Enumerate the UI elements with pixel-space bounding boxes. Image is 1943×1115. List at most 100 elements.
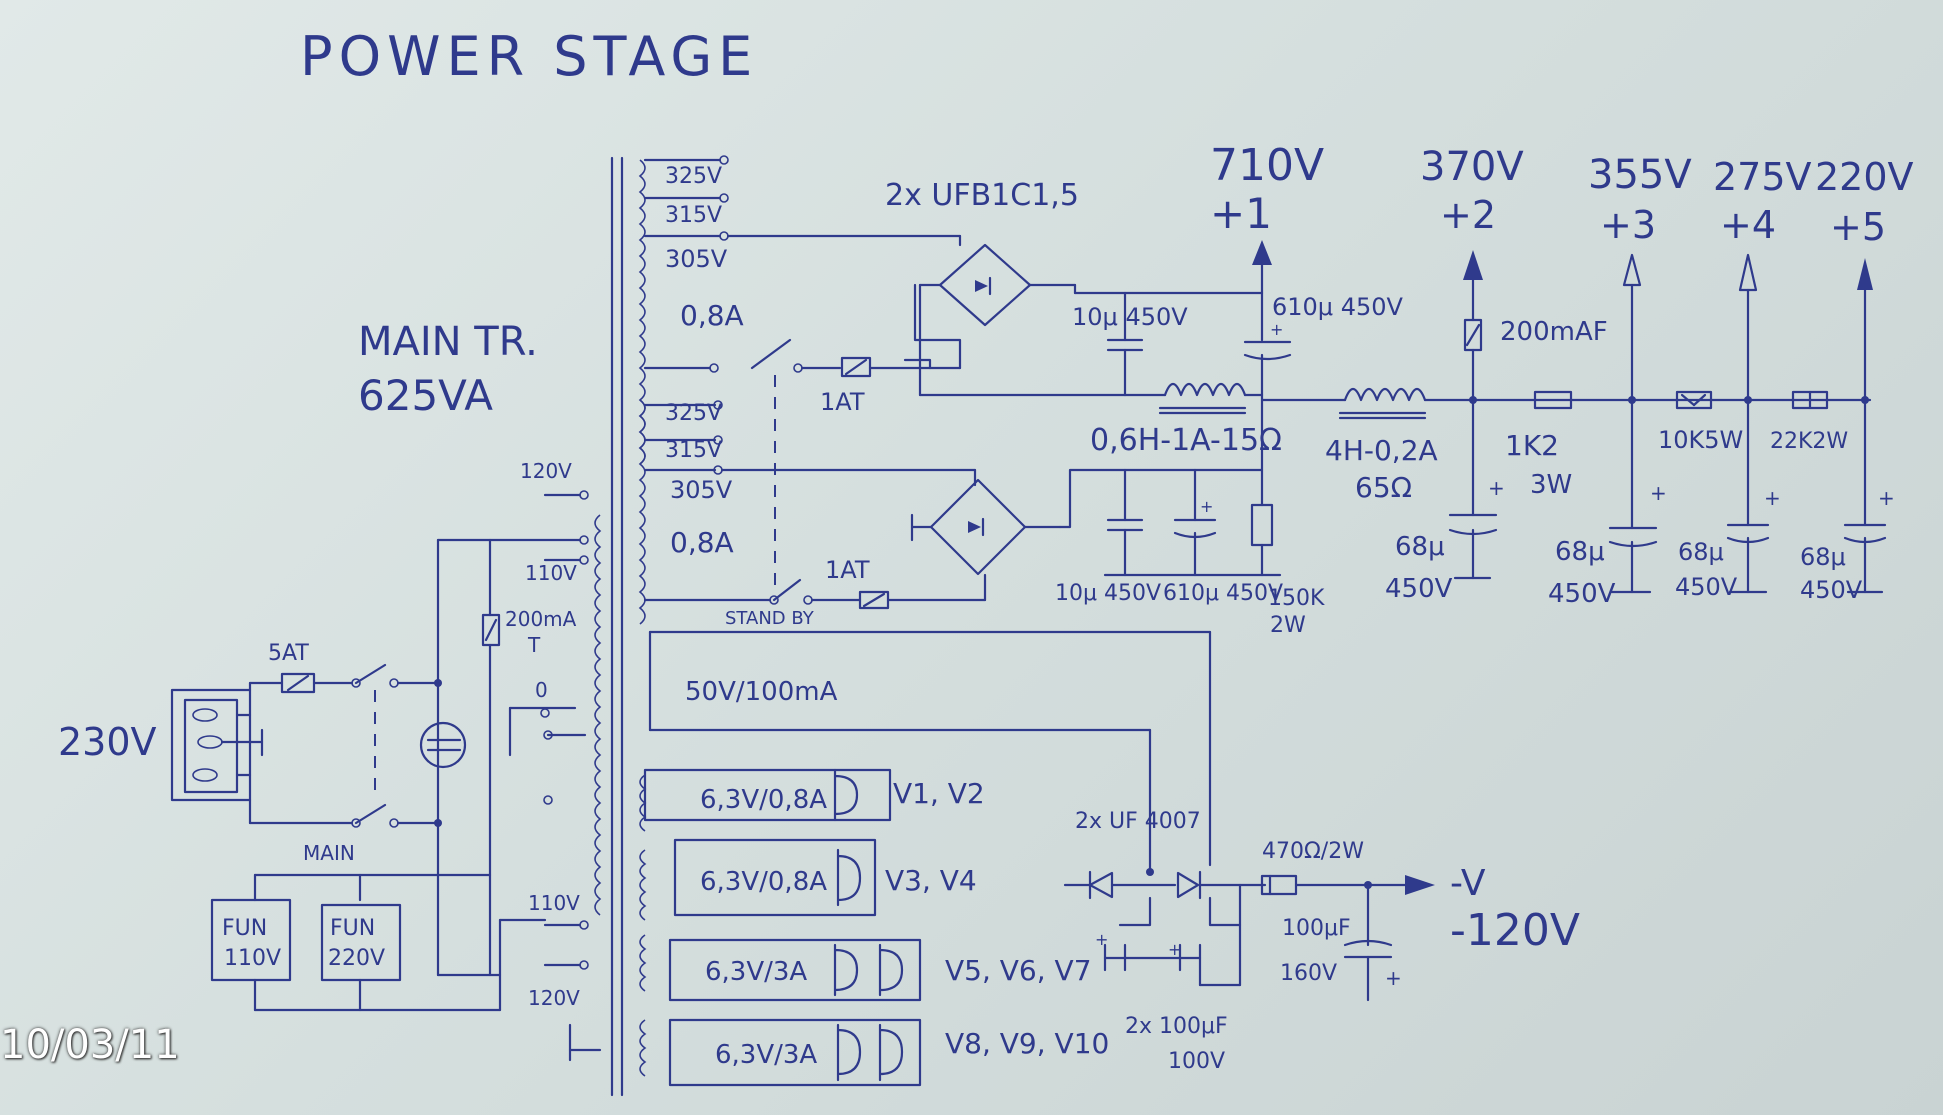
svg-text:+: +: [1878, 486, 1895, 510]
choke2-resistance: 65Ω: [1355, 471, 1412, 504]
transformer-name: MAIN TR.: [358, 319, 538, 365]
heater-3-tubes: V5, V6, V7: [945, 954, 1092, 987]
bridge-rectifier-1: 2x UFB1C1,5: [885, 178, 1127, 397]
mains-section: 230V 5AT MAIN: [58, 459, 602, 1062]
sec2-fuse: 1AT: [825, 556, 870, 584]
c5-voltage: 450V: [1800, 576, 1863, 604]
rail-2-id: +2: [1440, 193, 1496, 237]
rail-4-id: +4: [1720, 203, 1776, 247]
rail-3-id: +3: [1600, 203, 1656, 247]
rail-4-voltage: 275V: [1713, 155, 1812, 199]
standby-switch-label: STAND BY: [725, 608, 815, 629]
r-bleed-label: 150K: [1268, 586, 1325, 611]
bias-out-voltage: -120V: [1450, 905, 1580, 956]
c-bot1-label: 10μ 450V: [1055, 581, 1161, 606]
svg-text:+: +: [1764, 486, 1781, 510]
primary-tap-120b: 120V: [528, 986, 580, 1010]
c2-label: 68μ: [1395, 532, 1445, 562]
rail-1-voltage: 710V: [1210, 140, 1324, 191]
heater-4-tubes: V8, V9, V10: [945, 1027, 1109, 1060]
bias-diodes-label: 2x UF 4007: [1075, 809, 1201, 834]
svg-text:+: +: [1095, 930, 1108, 949]
choke1-label: 0,6H-1A-15Ω: [1090, 423, 1282, 458]
transformer-core: [594, 156, 647, 1097]
bridge-label: 2x UFB1C1,5: [885, 178, 1079, 213]
rail-1-id: +1: [1210, 189, 1272, 238]
main-switch-label: MAIN: [303, 841, 355, 865]
bridge-rectifier-2: [910, 468, 1264, 576]
sec1-current: 0,8A: [680, 299, 744, 332]
sec2-tap-315: 315V: [665, 438, 722, 463]
bias-caps2-voltage: 100V: [1168, 1049, 1225, 1074]
bias-out-label: -V: [1450, 863, 1486, 904]
r-bleed-watt: 2W: [1270, 613, 1306, 638]
bias-resistor-label: 470Ω/2W: [1262, 839, 1364, 864]
transformer-rating: 625VA: [358, 371, 493, 420]
hv-chain: 4H-0,2A 65Ω 200mAF 370V +2 + 68μ 450V 1K…: [1260, 144, 1914, 609]
heater-2-winding: 6,3V/0,8A: [700, 867, 827, 897]
sec1-tap-305: 305V: [665, 245, 728, 273]
heater-1-winding: 6,3V/0,8A: [700, 785, 827, 815]
c-bot2-label: 610μ 450V: [1163, 581, 1283, 606]
primary-fuse-label: 200mA: [505, 607, 577, 631]
timestamp: 10/03/11: [0, 1022, 180, 1068]
c5-label: 68μ: [1800, 543, 1846, 571]
r1-label: 1K2: [1505, 429, 1559, 462]
secondary-2: 325V 315V 305V 0,8A 1AT STAND BY: [643, 400, 987, 629]
c3-voltage: 450V: [1548, 579, 1616, 609]
bias-section: 50V/100mA 2x UF 4007 470Ω/2W -V -120V + …: [648, 630, 1580, 1074]
rail-5-id: +5: [1830, 205, 1886, 249]
heater-1-tubes: V1, V2: [893, 777, 985, 810]
r2-label: 10K5W: [1658, 426, 1743, 454]
svg-text:+: +: [1385, 966, 1402, 990]
sec1-tap-325: 325V: [665, 164, 722, 189]
r1-watt: 3W: [1530, 470, 1572, 500]
bias-winding-label: 50V/100mA: [685, 677, 838, 707]
hv-filter-lower: 10μ 450V + 610μ 450V 150K 2W: [1055, 393, 1325, 638]
svg-text:110V: 110V: [224, 946, 281, 971]
rail-2-voltage: 370V: [1420, 144, 1524, 190]
sec2-tap-305: 305V: [670, 476, 733, 504]
primary-tap-120: 120V: [520, 459, 572, 483]
sec1-tap-315: 315V: [665, 203, 722, 228]
svg-text:+: +: [1168, 940, 1181, 959]
rail-5-voltage: 220V: [1815, 155, 1914, 199]
svg-text:+: +: [1200, 497, 1213, 516]
heater-4-winding: 6,3V/3A: [715, 1040, 817, 1070]
c2-voltage: 450V: [1385, 574, 1453, 604]
fan-220v-label: FUN: [330, 916, 375, 941]
sec2-current: 0,8A: [670, 526, 734, 559]
heater-2-tubes: V3, V4: [885, 864, 977, 897]
c4-voltage: 450V: [1675, 573, 1738, 601]
fan-110v: [210, 898, 292, 982]
mains-input-label: 230V: [58, 720, 157, 764]
heater-3-winding: 6,3V/3A: [705, 957, 807, 987]
bias-cap-voltage: 160V: [1280, 961, 1337, 986]
heater-windings: 6,3V/0,8A V1, V2 6,3V/0,8A V3, V4 6,3V/3…: [643, 768, 1109, 1087]
secondary-1: 325V 315V 305V 0,8A 1AT: [643, 155, 962, 416]
sec2-tap-325: 325V: [665, 401, 722, 426]
svg-text:+: +: [1650, 481, 1667, 505]
primary-fuse-type: T: [527, 633, 541, 657]
rail-3-voltage: 355V: [1588, 152, 1692, 198]
primary-tap-110b: 110V: [528, 891, 580, 915]
svg-text:+: +: [1270, 320, 1283, 339]
svg-text:+: +: [1488, 476, 1505, 500]
primary-tap-0: 0: [535, 678, 548, 702]
svg-text:220V: 220V: [328, 946, 385, 971]
fan-110v-label: FUN: [222, 916, 267, 941]
mains-fuse-label: 5AT: [268, 641, 309, 666]
fuse2-label: 200mAF: [1500, 317, 1608, 347]
c3-label: 68μ: [1555, 537, 1605, 567]
choke2-label: 4H-0,2A: [1325, 434, 1438, 467]
page-title: POWER STAGE: [300, 25, 758, 88]
sec1-fuse: 1AT: [820, 388, 865, 416]
bias-caps2-label: 2x 100μF: [1125, 1014, 1228, 1039]
r3-label: 22K2W: [1770, 429, 1848, 454]
c-top-elec-label: 610μ 450V: [1272, 293, 1404, 321]
bias-cap-label: 100μF: [1282, 916, 1351, 941]
primary-tap-110: 110V: [525, 561, 577, 585]
c4-label: 68μ: [1678, 538, 1724, 566]
